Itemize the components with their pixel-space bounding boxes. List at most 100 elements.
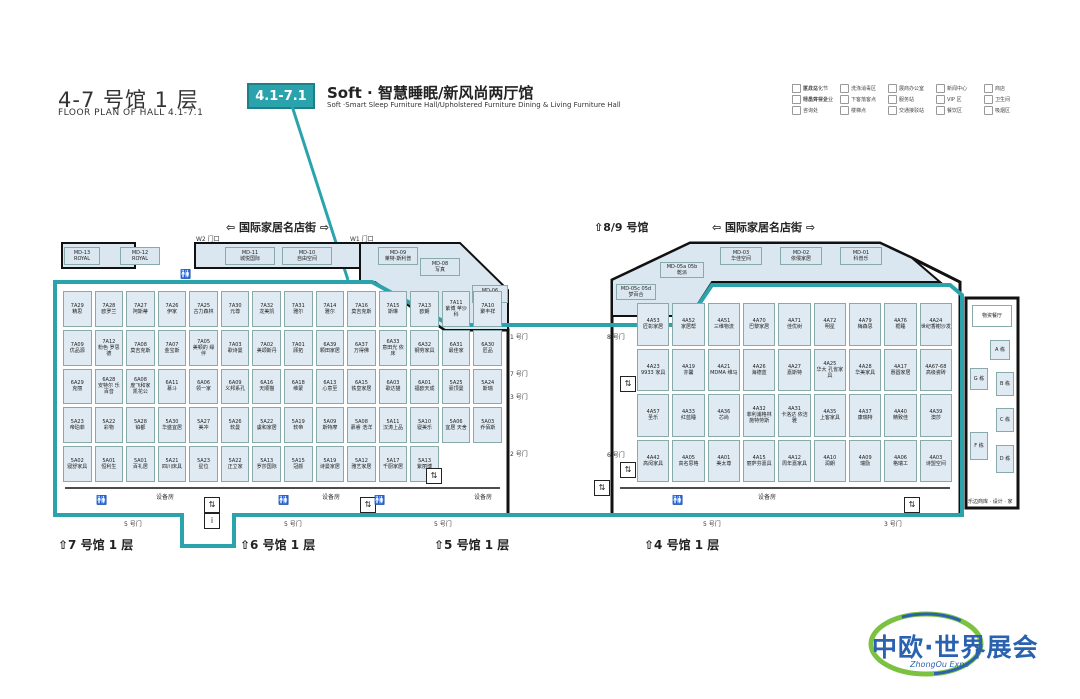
hall-7-link[interactable]: ⇧7 号馆 1 层: [58, 538, 134, 552]
building-d[interactable]: D 栋: [996, 445, 1014, 473]
restaurant[interactable]: 物资餐厅: [972, 305, 1012, 327]
building-c[interactable]: C 栋: [996, 408, 1014, 432]
building-f[interactable]: F 栋: [970, 432, 988, 460]
building-a[interactable]: A 栋: [990, 340, 1010, 360]
hall-4-link[interactable]: ⇧4 号馆 1 层: [644, 538, 720, 552]
building-b[interactable]: B 栋: [996, 372, 1014, 396]
